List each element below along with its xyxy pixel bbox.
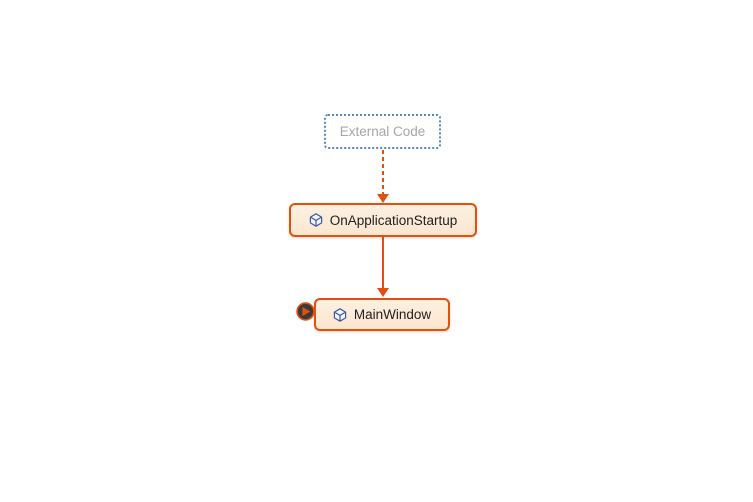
cube-icon — [333, 307, 347, 322]
expand-arrow-icon — [302, 306, 311, 317]
node-onapplicationstartup[interactable]: OnApplicationStartup — [289, 203, 477, 237]
expand-incoming-links-button[interactable] — [296, 302, 315, 321]
edge-onapplicationstartup-to-mainwindow[interactable] — [377, 237, 389, 297]
arrowhead-icon — [377, 288, 389, 297]
cube-icon — [309, 213, 323, 227]
arrowhead-icon — [377, 194, 389, 203]
node-external-code[interactable]: External Code — [324, 114, 441, 149]
edge-external-to-onapplicationstartup[interactable] — [377, 150, 389, 203]
node-mainwindow[interactable]: MainWindow — [314, 298, 450, 331]
node-label: External Code — [339, 124, 426, 139]
node-label: MainWindow — [353, 307, 432, 322]
node-label: OnApplicationStartup — [329, 212, 458, 228]
